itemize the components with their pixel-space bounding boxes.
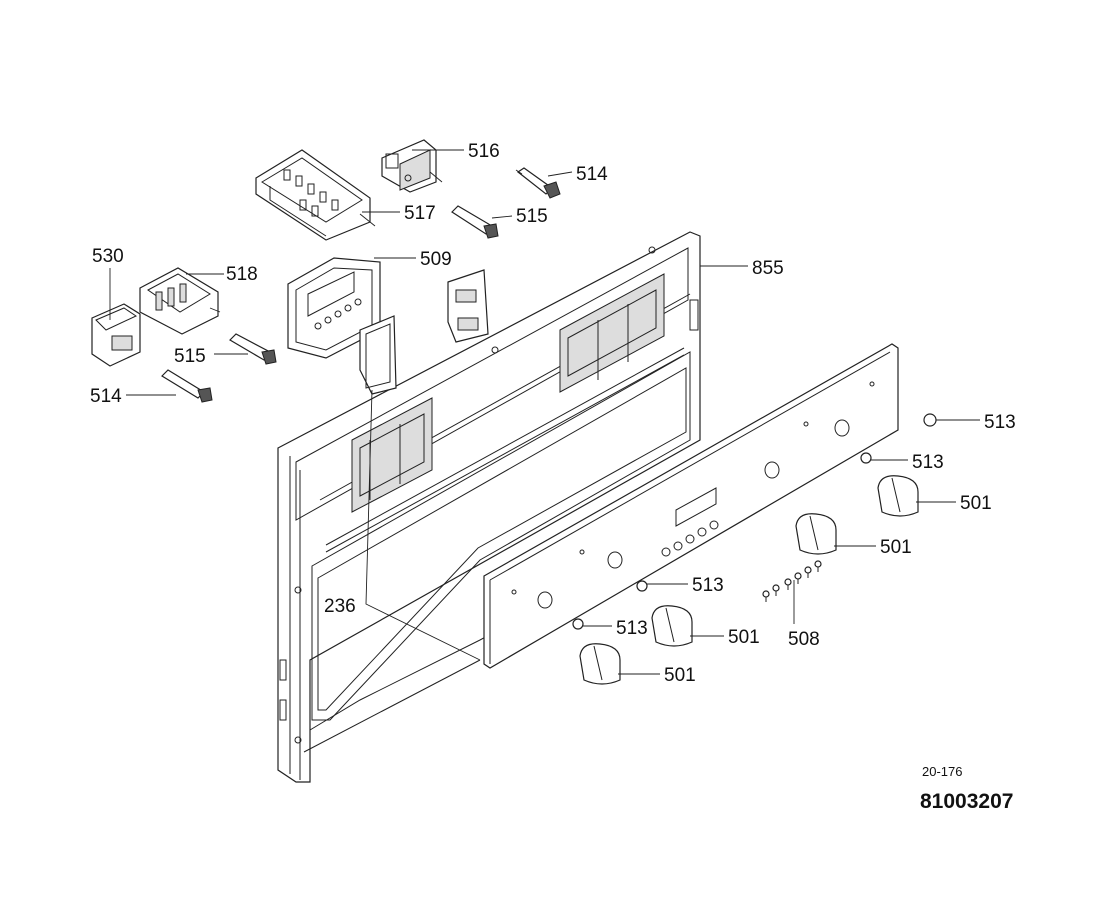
part-508-screws — [762, 560, 822, 602]
front-fascia-panel — [483, 343, 899, 669]
callout-517: 517 — [404, 203, 436, 224]
part-515-left-fuse — [229, 333, 277, 365]
callout-530: 530 — [92, 246, 124, 267]
part-list-number: 81003207 — [920, 790, 1014, 813]
callout-501-a: 501 — [960, 493, 992, 514]
callout-514-top: 514 — [576, 164, 608, 185]
part-530-switch-block — [91, 303, 141, 367]
callout-513-d: 513 — [616, 618, 648, 639]
callout-501-d: 501 — [664, 665, 696, 686]
frame-855 — [277, 231, 701, 783]
callout-515-left: 515 — [174, 346, 206, 367]
callout-513-a: 513 — [984, 412, 1016, 433]
callout-516: 516 — [468, 141, 500, 162]
knob-4 — [579, 643, 621, 685]
callout-501-c: 501 — [728, 627, 760, 648]
callout-855: 855 — [752, 258, 784, 279]
callout-labels: 516 514 517 515 530 518 509 855 515 514 … — [90, 141, 1016, 686]
callout-508: 508 — [788, 629, 820, 650]
callout-513-b: 513 — [912, 452, 944, 473]
part-514-top-pin — [515, 167, 561, 199]
part-518-rotary-selector — [139, 267, 221, 335]
bracket-clip-right — [447, 269, 489, 343]
knob-3 — [651, 605, 693, 647]
leader-lines — [109, 149, 980, 675]
knob-2 — [795, 513, 837, 555]
callout-513-c: 513 — [692, 575, 724, 596]
part-501-knobs — [579, 475, 919, 685]
part-515-top-fuse — [451, 205, 499, 239]
part-509-display-module — [287, 257, 381, 359]
drawing-code: 20-176 — [922, 764, 963, 779]
callout-501-b: 501 — [880, 537, 912, 558]
part-517-terminal-block — [255, 149, 376, 241]
callout-236: 236 — [324, 596, 356, 617]
callout-518: 518 — [226, 264, 258, 285]
part-514-left-pin — [161, 369, 213, 403]
part-236-wire — [365, 389, 481, 661]
bracket-clip — [359, 315, 397, 395]
callout-514-left: 514 — [90, 386, 122, 407]
callout-509: 509 — [420, 249, 452, 270]
knob-1 — [877, 475, 919, 517]
callout-515-top: 515 — [516, 206, 548, 227]
part-516-switch — [381, 139, 443, 193]
part-513-bushings — [572, 413, 937, 630]
